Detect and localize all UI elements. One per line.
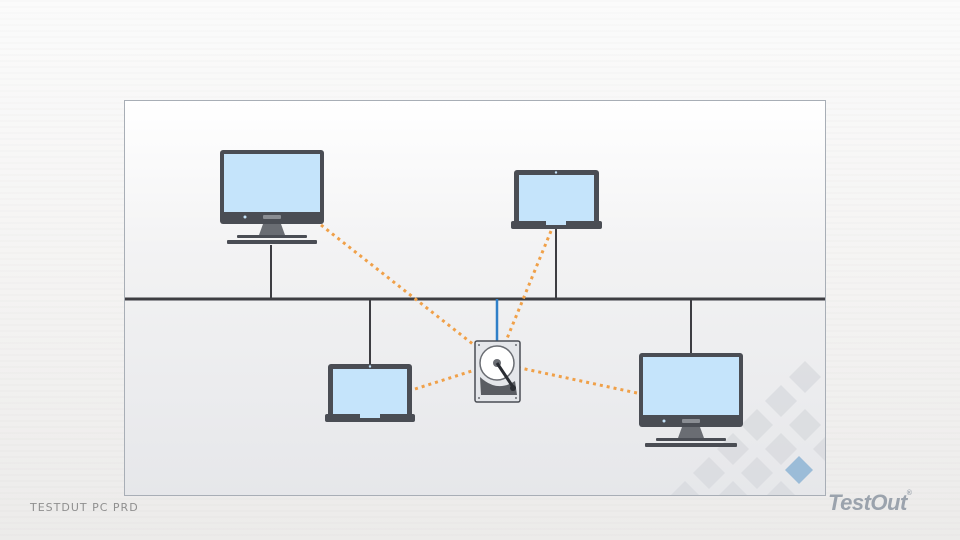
testout-logo: TestOut®	[828, 490, 912, 516]
brand-name: TestOut	[828, 490, 907, 515]
registered-mark: ®	[906, 490, 912, 497]
network-diagram	[124, 100, 826, 496]
laptop-computer-icon	[511, 170, 602, 229]
desktop-computer-icon	[639, 353, 743, 447]
bus-drop-lines	[270, 229, 692, 365]
network-diagram-svg	[125, 150, 825, 495]
course-label: TESTDUT PC PRD	[30, 501, 139, 514]
highlight-diamond	[785, 456, 813, 484]
desktop-computer-icon	[220, 150, 324, 244]
hard-drive-icon	[474, 340, 521, 403]
laptop-computer-icon	[325, 364, 415, 422]
